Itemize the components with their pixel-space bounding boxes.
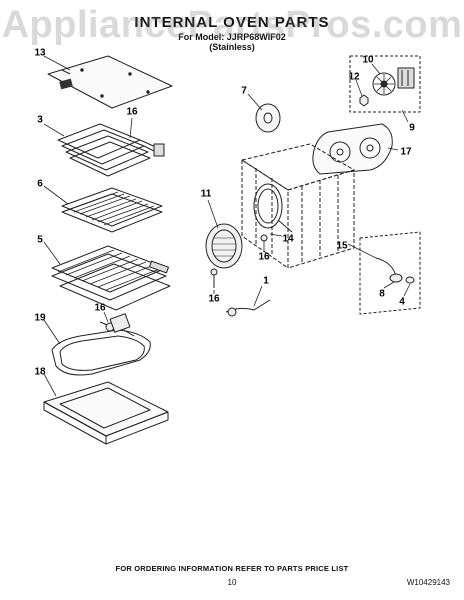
callout-19: 19 — [34, 312, 46, 324]
ordering-note: FOR ORDERING INFORMATION REFER TO PARTS … — [115, 564, 349, 573]
document-number: W10429143 — [406, 578, 450, 587]
callout-13: 13 — [34, 47, 46, 59]
callout-6: 6 — [37, 178, 43, 190]
callout-16: 16 — [208, 293, 220, 305]
callout-5: 5 — [37, 234, 43, 246]
part-10-fan-blade — [372, 67, 415, 96]
part-6-rack — [61, 187, 163, 233]
callout-14: 14 — [282, 233, 294, 245]
callout-15: 15 — [336, 240, 348, 252]
part-18-bottom-tray — [43, 381, 169, 445]
part-1-sensor — [225, 299, 271, 317]
part-17-convection-cover — [312, 123, 393, 175]
callout-16: 16 — [126, 106, 138, 118]
callout-12: 12 — [348, 71, 360, 83]
part-7-vent-cap — [255, 103, 281, 133]
part-13-panel — [47, 55, 173, 109]
callout-16: 16 — [94, 302, 106, 314]
convection-element — [253, 183, 293, 233]
page-title: INTERNAL OVEN PARTS — [134, 14, 330, 31]
callout-18: 18 — [34, 366, 46, 378]
part-16-screw-lower — [210, 268, 218, 288]
part-12-nut — [359, 94, 369, 107]
callout-17: 17 — [400, 146, 412, 158]
callout-11: 11 — [200, 188, 212, 200]
part-19-bake-element — [51, 313, 151, 376]
callout-1: 1 — [263, 275, 269, 287]
oven-cavity — [241, 143, 355, 269]
part-3-broil-element — [57, 123, 165, 177]
part-15-group — [359, 231, 421, 315]
callout-7: 7 — [241, 85, 247, 97]
part-16-screw-center — [260, 234, 268, 242]
callout-9: 9 — [409, 122, 415, 134]
callout-8: 8 — [379, 288, 385, 300]
callout-4: 4 — [399, 296, 405, 308]
page-number: 10 — [227, 578, 237, 587]
leader-lines — [43, 55, 411, 397]
model-line: For Model: JJRP68WIF02 — [178, 32, 286, 42]
part-9-group-bracket — [349, 55, 421, 113]
callout-3: 3 — [37, 114, 43, 126]
part-5-extendable-rack — [51, 245, 171, 311]
callout-16: 16 — [258, 251, 270, 263]
part-11-baffle — [205, 223, 243, 269]
callout-10: 10 — [362, 54, 374, 66]
finish-line: (Stainless) — [209, 42, 255, 52]
